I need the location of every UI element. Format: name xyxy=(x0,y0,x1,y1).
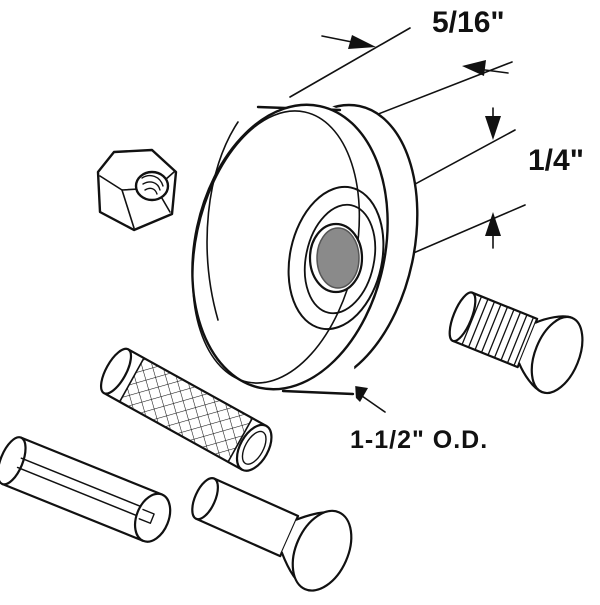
slotted-pin xyxy=(0,436,172,543)
width-dimension-label: 5/16" xyxy=(432,6,505,39)
threaded-bolt xyxy=(448,291,584,395)
rivet xyxy=(191,477,353,592)
hex-nut xyxy=(96,148,178,232)
outer-diameter-label: 1-1/2" O.D. xyxy=(350,426,489,454)
roller-wheel xyxy=(191,100,419,400)
width-dimension xyxy=(289,27,513,119)
axle-dimension-label: 1/4" xyxy=(528,144,584,177)
knurled-pin xyxy=(99,347,273,472)
